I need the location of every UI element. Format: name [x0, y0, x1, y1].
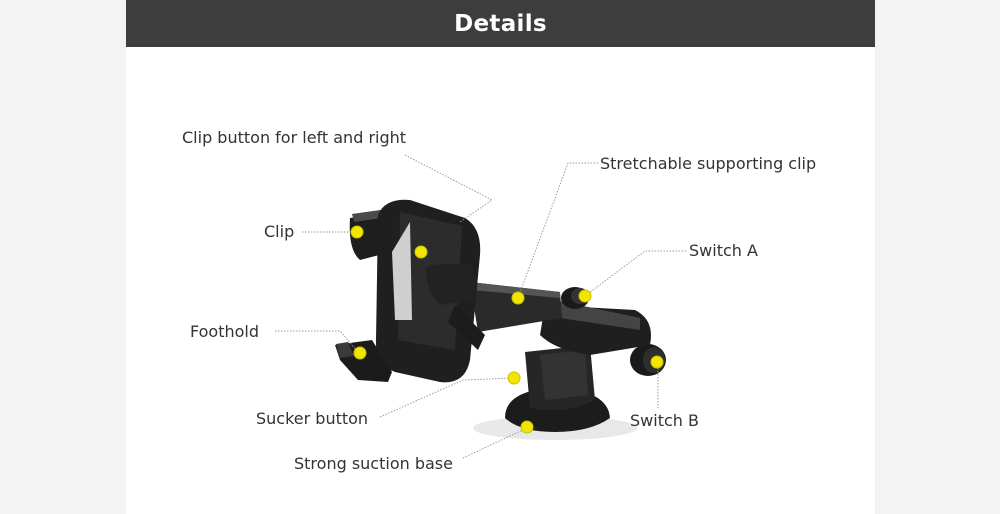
callout-switch-b: Switch B: [630, 411, 699, 430]
callout-sucker-button: Sucker button: [256, 409, 369, 428]
callout-foothold: Foothold: [190, 322, 260, 341]
callout-clip: Clip: [264, 222, 295, 241]
callout-switch-a: Switch A: [689, 241, 758, 260]
callout-clip-button: Clip button for left and right: [182, 128, 407, 147]
callout-stretchable-clip: Stretchable supporting clip: [600, 154, 817, 173]
section-header: Details: [126, 0, 875, 47]
section-title: Details: [454, 10, 547, 37]
callout-suction-base: Strong suction base: [294, 454, 453, 473]
